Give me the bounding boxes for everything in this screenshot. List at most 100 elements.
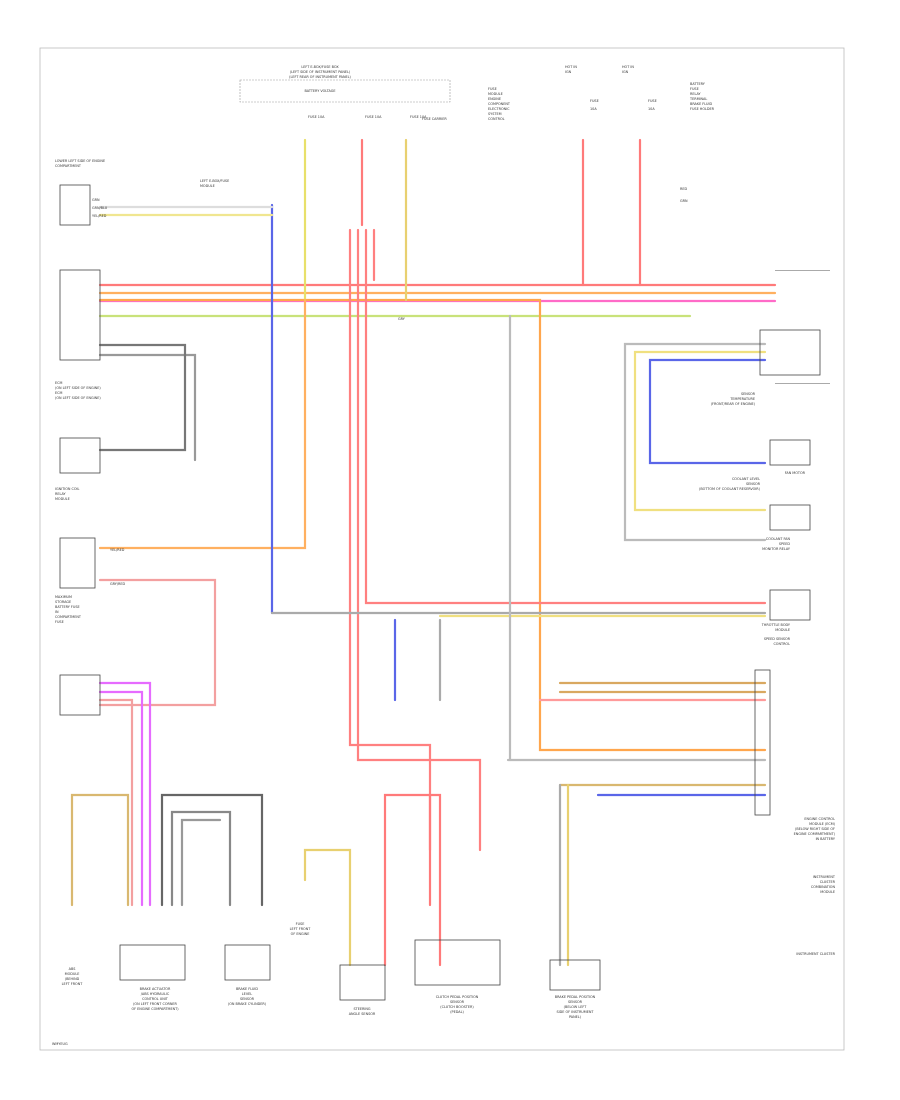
top-right-desc-line-0: FUSE [488,87,497,91]
top-right-desc-line-6: CONTROL [488,117,505,121]
bottom-component-0-line-3: LEFT FRONT [62,982,84,986]
wire-black-3 [180,818,222,907]
fuel-label-line-5: FUSE [55,620,64,624]
wire-orange-fuse1 [98,298,307,550]
ecm-right-label-line-1: MODULE (ECM) [809,822,836,826]
abs-module-box [119,944,186,981]
top-fuse-2: FUSE 10A [410,115,427,119]
throttle-box [769,589,811,621]
bottom-component-1-line-0: BRAKE ACTUATOR [140,987,171,991]
top-center-title-line-1: (LEFT SIDE OF INSTRUMENT PANEL) [290,70,351,74]
right-divider-1 [775,270,830,271]
fuel-wire-1: GRY/RED [110,582,125,586]
bottom-component-4-line-0: STEERING [353,1007,370,1011]
wire-red-bundle-3 [364,228,767,605]
legend-line-0: RED [680,187,687,191]
bottom-component-1-line-3: (ON LEFT FRONT CORNER [133,1002,177,1006]
right-divider-2 [775,383,830,384]
bottom-component-0-line-0: ABS [69,967,76,971]
wire-gray-right [623,342,767,542]
bottom-component-3-line-0: FUSE [296,922,305,926]
ecm-left-label-line-1: (ON LEFT SIDE OF ENGINE) [55,386,101,390]
hot-in-left-line-1: IGN [565,70,572,74]
wire-yellow-right [633,350,767,512]
bottom-component-2-line-3: (ON BRAKE CYLINDER) [228,1002,267,1006]
relay-right-label-line-2: MONITOR RELAY [762,547,791,551]
left-connector-box [59,674,101,716]
relay-right-label-line-0: COOLANT FAN [766,537,791,541]
brake-actuator-box [224,944,271,981]
bottom-component-5-line-3: (PEDAL) [450,1010,464,1014]
ignition-label-line-2: MODULE [55,497,70,501]
coolant-label-line-2: (BOTTOM OF COOLANT RESERVOIR) [699,487,761,491]
instrument-label-line-1: TEMPERATURE [729,397,755,401]
hot-in-left-fuse: FUSE [590,99,599,103]
ecm-right-label-line-4: IN BATTERY [816,837,836,841]
diagram-frame [39,47,845,1051]
bottom-component-3-line-2: OF ENGINE [291,932,310,936]
top-center-sub: BATTERY VOLTAGE [304,89,335,93]
wire-violet-2 [98,690,144,907]
top-fuse-0: FUSE 10A [308,115,325,119]
coolant-label-line-1: SENSOR [746,482,761,486]
cluster-label-line-2: COMBINATION [811,885,836,889]
wire-left-relay-2 [98,343,187,452]
ignition-box [59,437,101,474]
bottom-component-3-line-1: LEFT FRONT [290,927,312,931]
clutch-sensor-box [414,939,501,986]
top-right-labels-line-2: RELAY [690,92,702,96]
bottom-component-6-line-0: BRAKE PEDAL POSITION [555,995,596,999]
wire-violet-1 [98,681,152,907]
ignition-label-line-1: RELAY [55,492,67,496]
speed-module-label-line-1: CONTROL [773,642,790,646]
hot-in-right-amps: 10A [648,107,655,111]
hot-in-left-amps: 10A [590,107,597,111]
wire-red-bundle-2 [356,228,482,852]
lower-left-component [59,184,91,226]
ecm-connector [754,669,771,816]
fan-label-line-0: FAN MOTOR [785,471,806,475]
ecm-left-label-line-0: ECM [55,381,63,385]
wire-pink-left [98,578,217,707]
cluster-label-line-0: INSTRUMENT [813,875,836,879]
bottom-component-1-line-4: OF ENGINE COMPARTMENT) [131,1007,179,1011]
bottom-component-5-line-0: CLUTCH PEDAL POSITION [436,995,479,999]
speed-module-label-line-0: SPEED SENSOR [764,637,791,641]
fuel-label-line-2: BATTERY FUSE [55,605,80,609]
wire-blue-right [648,358,767,465]
bottom-component-6-line-1: SENSOR [568,1000,583,1004]
fan-box [769,439,811,466]
top-right-labels-line-0: BATTERY [690,82,706,86]
lower-left-wire-0: GRN [92,198,100,202]
relay-label-line-0: LEFT E-BOX/FUSE [200,179,229,183]
right-sensor-box [759,329,821,376]
ignition-label-line-0: IGNITION COIL [55,487,80,491]
throttle-label-line-1: MODULE [775,628,790,632]
wire-black-1 [160,793,264,907]
top-right-desc-line-2: ENGINE [488,97,501,101]
bottom-component-5-line-1: SENSOR [450,1000,465,1004]
brake-fluid-box [339,964,386,1001]
lower-left-wire-2: YEL/RED [92,214,107,218]
bottom-component-1-line-1: /ABS HYDRAULIC [141,992,170,996]
fuel-label-line-4: COMPARTMENT [55,615,82,619]
hot-in-left-line-0: HOT IN [565,65,577,69]
ecm-right-label-line-0: ENGINE CONTROL [804,817,835,821]
wire-yellow-brake [303,848,352,967]
hot-in-right-line-0: HOT IN [622,65,634,69]
coolant-label-line-0: COOLANT LEVEL [732,477,760,481]
bottom-component-4-line-1: ANGLE SENSOR [349,1012,376,1016]
center-gray-label: GRY [398,317,406,321]
top-right-desc-line-4: ELECTRONIC [488,107,510,111]
footer-code: WMYEUG [52,1042,68,1046]
top-right-desc-line-5: SYSTEM [488,112,502,116]
lower-left-label-line-1: COMPARTMENT [55,164,82,168]
wire-pink-lower [98,698,134,907]
ecm-left-label-line-3: (ON LEFT SIDE OF ENGINE) [55,396,101,400]
cluster-bottom-label: INSTRUMENT CLUSTER [796,952,835,956]
instrument-label-line-0: SENSOR [741,392,756,396]
bottom-component-2-line-2: SENSOR [240,997,255,1001]
throttle-label-line-0: THROTTLE BODY [761,623,791,627]
